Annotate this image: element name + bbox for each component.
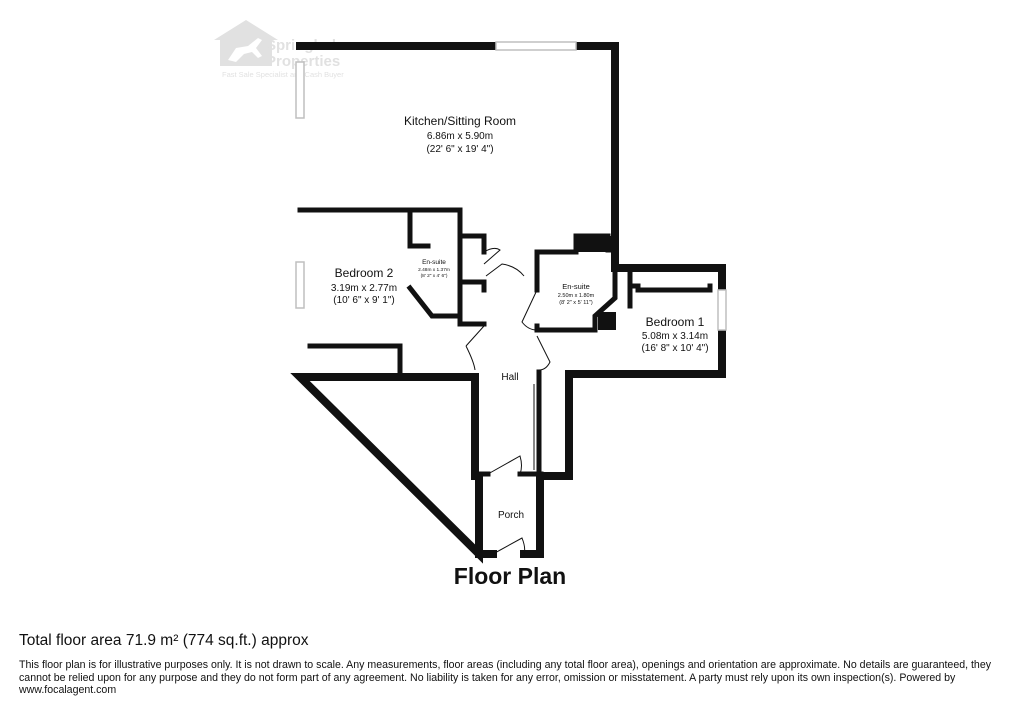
ensuite1-bottom xyxy=(534,265,618,333)
outer-wall xyxy=(290,42,726,564)
bedroom2-top-wall xyxy=(297,207,463,239)
springbok-icon xyxy=(228,38,262,62)
bedroom1-wardrobe xyxy=(627,265,713,309)
floor-plan: Springbok Properties Fast Sale Specialis… xyxy=(214,20,727,589)
door-ensuite1 xyxy=(521,289,538,331)
hall-name: Hall xyxy=(501,372,518,383)
door-cupboard xyxy=(483,247,501,265)
cupboard-wall xyxy=(457,233,487,293)
bedroom1-imperial: (16' 8" x 10' 4") xyxy=(641,343,708,354)
ensuite1-name: En-suite xyxy=(562,282,590,291)
footer: Total floor area 71.9 m² (774 sq.ft.) ap… xyxy=(19,632,1019,697)
plan-title: Floor Plan xyxy=(454,563,566,589)
ensuite2-wall xyxy=(406,207,463,319)
hall-cupboard-sliding xyxy=(533,384,538,470)
house-icon xyxy=(214,20,278,66)
window-bedroom2-left xyxy=(295,261,305,309)
bedroom2-imperial: (10' 6" x 9' 1") xyxy=(333,295,395,306)
ensuite2-imperial: (8' 2" x 4' 6") xyxy=(421,273,448,279)
window-bedroom1-right xyxy=(717,289,727,331)
bedroom1-name: Bedroom 1 xyxy=(646,315,705,329)
door-entrance xyxy=(492,537,526,555)
window-kitchen-left xyxy=(295,61,305,119)
ensuite2-name: En-suite xyxy=(422,259,446,266)
room-labels: Kitchen/Sitting Room 6.86m x 5.90m (22' … xyxy=(331,114,709,521)
walls xyxy=(290,42,726,564)
door-porch xyxy=(487,455,522,475)
bedroom1-metric: 5.08m x 3.14m xyxy=(642,331,708,342)
total-floor-area: Total floor area 71.9 m² (774 sq.ft.) ap… xyxy=(19,632,309,649)
solid-blocks xyxy=(576,236,616,330)
ensuite1-imperial: (8' 2" x 5' 11") xyxy=(559,300,593,306)
door-kitchen-hall xyxy=(485,263,525,277)
door-bedroom2 xyxy=(465,325,485,371)
ensuite2-metric: 2.48m x 1.37m xyxy=(418,267,450,273)
window-kitchen-top xyxy=(495,41,577,51)
kitchen-metric: 6.86m x 5.90m xyxy=(427,131,493,142)
kitchen-imperial: (22' 6" x 19' 4") xyxy=(426,144,493,155)
bedroom2-wardrobe xyxy=(307,343,403,376)
porch-name: Porch xyxy=(498,510,524,521)
doors xyxy=(465,247,551,555)
disclaimer-text: This floor plan is for illustrative purp… xyxy=(19,659,992,697)
bedroom2-name: Bedroom 2 xyxy=(335,266,394,280)
windows xyxy=(295,41,727,331)
bedroom2-metric: 3.19m x 2.77m xyxy=(331,283,397,294)
kitchen-name: Kitchen/Sitting Room xyxy=(404,114,516,128)
door-bedroom1 xyxy=(536,335,551,371)
watermark-tagline: Fast Sale Specialist and Cash Buyer xyxy=(222,70,344,79)
ensuite1-metric: 2.50m x 1.80m xyxy=(558,293,595,299)
